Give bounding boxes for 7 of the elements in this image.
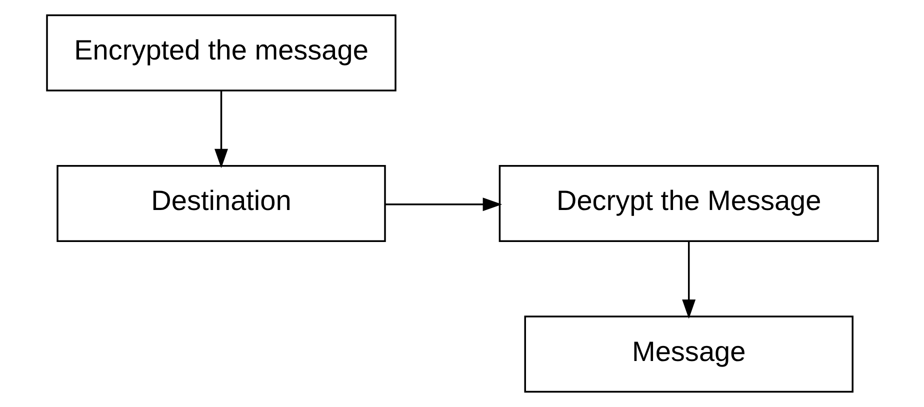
node-box: Decrypt the Message (498, 164, 878, 242)
node-box: Message (524, 316, 853, 393)
arrow (214, 90, 228, 168)
node-box: Destination (56, 164, 386, 242)
arrow (682, 242, 696, 319)
node-box: Encrypted the message (46, 14, 396, 92)
arrow (384, 198, 502, 212)
